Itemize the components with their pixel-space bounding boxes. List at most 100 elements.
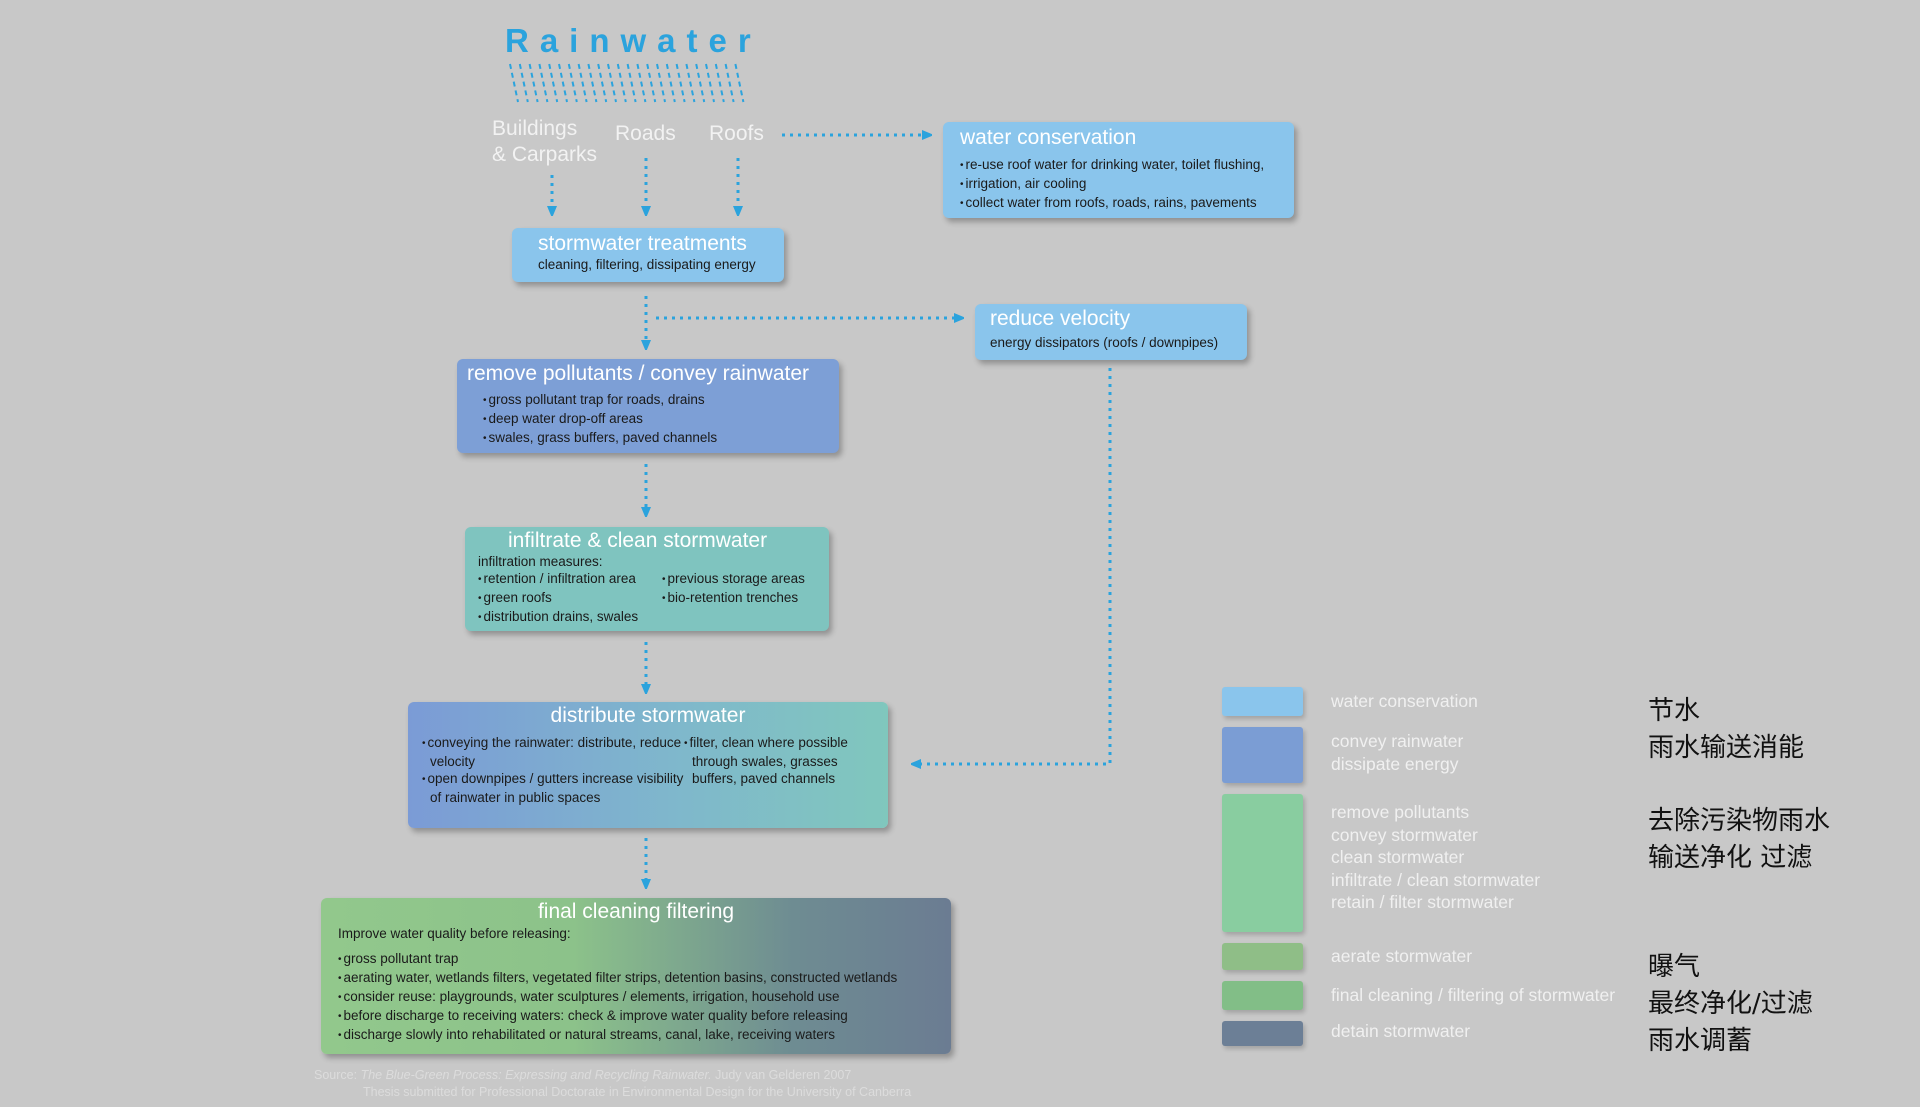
rain-streak (675, 63, 686, 103)
legend-label: convey rainwater dissipate energy (1331, 731, 1464, 774)
box-list: re-use roof water for drinking water, to… (960, 156, 1294, 213)
rain-streak (509, 63, 519, 103)
cn-label: 曝气 (1648, 952, 1701, 982)
source-buildings-line1: Buildings (492, 117, 578, 140)
list-item: re-use roof water for drinking water, to… (960, 156, 1294, 175)
box-intro: infiltration measures: (478, 554, 603, 569)
rain-streak (616, 63, 627, 103)
citation-prefix: Source: (314, 1068, 361, 1082)
rain-streak (705, 63, 715, 103)
legend-label: water conservation (1331, 691, 1478, 711)
rain-streak (656, 63, 666, 103)
list-item: aerating water, wetlands filters, vegeta… (338, 969, 951, 988)
legend-swatch-detain (1222, 1021, 1303, 1046)
rain-streak (636, 63, 647, 103)
rain-streak (528, 63, 539, 103)
list-item: deep water drop-off areas (483, 410, 839, 429)
list-item: green roofs (478, 589, 662, 608)
list-item: collect water from roofs, roads, rains, … (960, 194, 1294, 213)
cn-label: 雨水调蓄 (1648, 1026, 1753, 1056)
legend-swatch-aerate (1222, 943, 1303, 970)
cn-label: 雨水输送消能 (1648, 733, 1805, 763)
box-heading: infiltrate & clean stormwater (508, 529, 768, 552)
rain-streak (665, 63, 676, 103)
source-buildings: Buildings & Carparks (492, 116, 597, 168)
list-item: open downpipes / gutters increase visibi… (422, 770, 684, 806)
list-item: swales, grass buffers, paved channels (483, 429, 839, 448)
rain-streak (714, 63, 725, 103)
box-list: gross pollutant trap for roads, drains d… (483, 391, 839, 448)
list-item: discharge slowly into rehabilitated or n… (338, 1026, 951, 1045)
legend-swatch-remove-pollutants (1222, 794, 1303, 932)
list-item: bio-retention trenches (662, 589, 805, 608)
citation-author: Judy van Gelderen 2007 (711, 1068, 852, 1082)
box-stormwater-treatments: stormwater treatments cleaning, filterin… (512, 228, 784, 282)
cn-label: 输送净化 过滤 (1648, 843, 1813, 873)
arrow-velocity-to-distribute (915, 368, 1112, 764)
source-roads: Roads (615, 122, 676, 145)
legend-label: remove pollutants convey stormwater clea… (1331, 802, 1541, 912)
legend-label: aerate stormwater (1331, 946, 1473, 966)
list-item: before discharge to receiving waters: ch… (338, 1007, 951, 1026)
box-water-conservation: water conservation re-use roof water for… (943, 122, 1294, 218)
rain-streak (626, 63, 637, 103)
rain-streak (685, 63, 696, 103)
rain-streak (548, 63, 559, 103)
citation-work: The Blue-Green Process: Expressing and R… (360, 1068, 712, 1082)
list-item: gross pollutant trap for roads, drains (483, 391, 839, 410)
box-list: gross pollutant trap aerating water, wet… (338, 950, 951, 1045)
rain-streak (695, 63, 706, 103)
diagram-title: Rainwater (505, 22, 762, 59)
box-distribute: distribute stormwater conveying the rain… (408, 702, 888, 828)
box-final-cleaning: final cleaning filtering Improve water q… (321, 898, 951, 1054)
rain-streaks-icon (509, 63, 745, 103)
list-item: conveying the rainwater: distribute, red… (422, 734, 684, 770)
cn-label: 最终净化/过滤 (1648, 989, 1813, 1019)
source-buildings-line2: & Carparks (492, 143, 598, 166)
legend-label: detain stormwater (1331, 1021, 1471, 1041)
box-remove-pollutants: remove pollutants / convey rainwater gro… (457, 359, 839, 453)
rain-streak (538, 63, 549, 103)
box-subtitle: cleaning, filtering, dissipating energy (538, 257, 756, 272)
rain-streak (607, 63, 617, 103)
rain-streak (558, 63, 568, 103)
box-heading: stormwater treatments (538, 232, 747, 255)
list-item: irrigation, air cooling (960, 175, 1294, 194)
rain-streak (724, 63, 735, 103)
rain-streak (577, 63, 588, 103)
legend-swatch-convey (1222, 727, 1303, 783)
box-infiltrate: infiltrate & clean stormwater infiltrati… (465, 527, 829, 631)
box-heading: final cleaning filtering (537, 900, 735, 923)
box-list-col2: previous storage areas bio-retention tre… (662, 570, 805, 627)
box-reduce-velocity: reduce velocity energy dissipators (roof… (975, 304, 1247, 360)
legend-swatch-final-cleaning (1222, 981, 1303, 1010)
cn-label: 节水 (1648, 696, 1701, 726)
box-heading: reduce velocity (990, 307, 1131, 330)
list-item: filter, clean where possible through swa… (684, 734, 864, 787)
cn-label: 去除污染物雨水 (1648, 806, 1831, 836)
box-list-col2: filter, clean where possible through swa… (684, 734, 864, 806)
citation-line1: Source: The Blue-Green Process: Expressi… (314, 1067, 851, 1084)
box-intro: Improve water quality before releasing: (338, 926, 571, 941)
list-item: consider reuse: playgrounds, water sculp… (338, 988, 951, 1007)
rain-streak (587, 63, 598, 103)
legend-swatch-water-conservation (1222, 687, 1303, 716)
rain-streak (567, 63, 578, 103)
list-item: previous storage areas (662, 570, 805, 589)
box-heading: remove pollutants / convey rainwater (467, 362, 809, 385)
rain-streak (518, 63, 529, 103)
source-roofs: Roofs (709, 122, 764, 145)
box-list-col1: retention / infiltration area green roof… (478, 570, 662, 627)
box-list-col1: conveying the rainwater: distribute, red… (422, 734, 684, 806)
citation-line2: Thesis submitted for Professional Doctor… (363, 1085, 912, 1099)
rain-streak (646, 63, 657, 103)
list-item: distribution drains, swales (478, 608, 662, 627)
list-item: gross pollutant trap (338, 950, 951, 969)
rain-streak (734, 63, 745, 103)
box-subtitle: energy dissipators (roofs / downpipes) (990, 335, 1219, 350)
box-heading: water conservation (960, 126, 1137, 149)
list-item: retention / infiltration area (478, 570, 662, 589)
legend-label: final cleaning / filtering of stormwater (1331, 985, 1616, 1005)
box-heading: distribute stormwater (550, 704, 746, 727)
